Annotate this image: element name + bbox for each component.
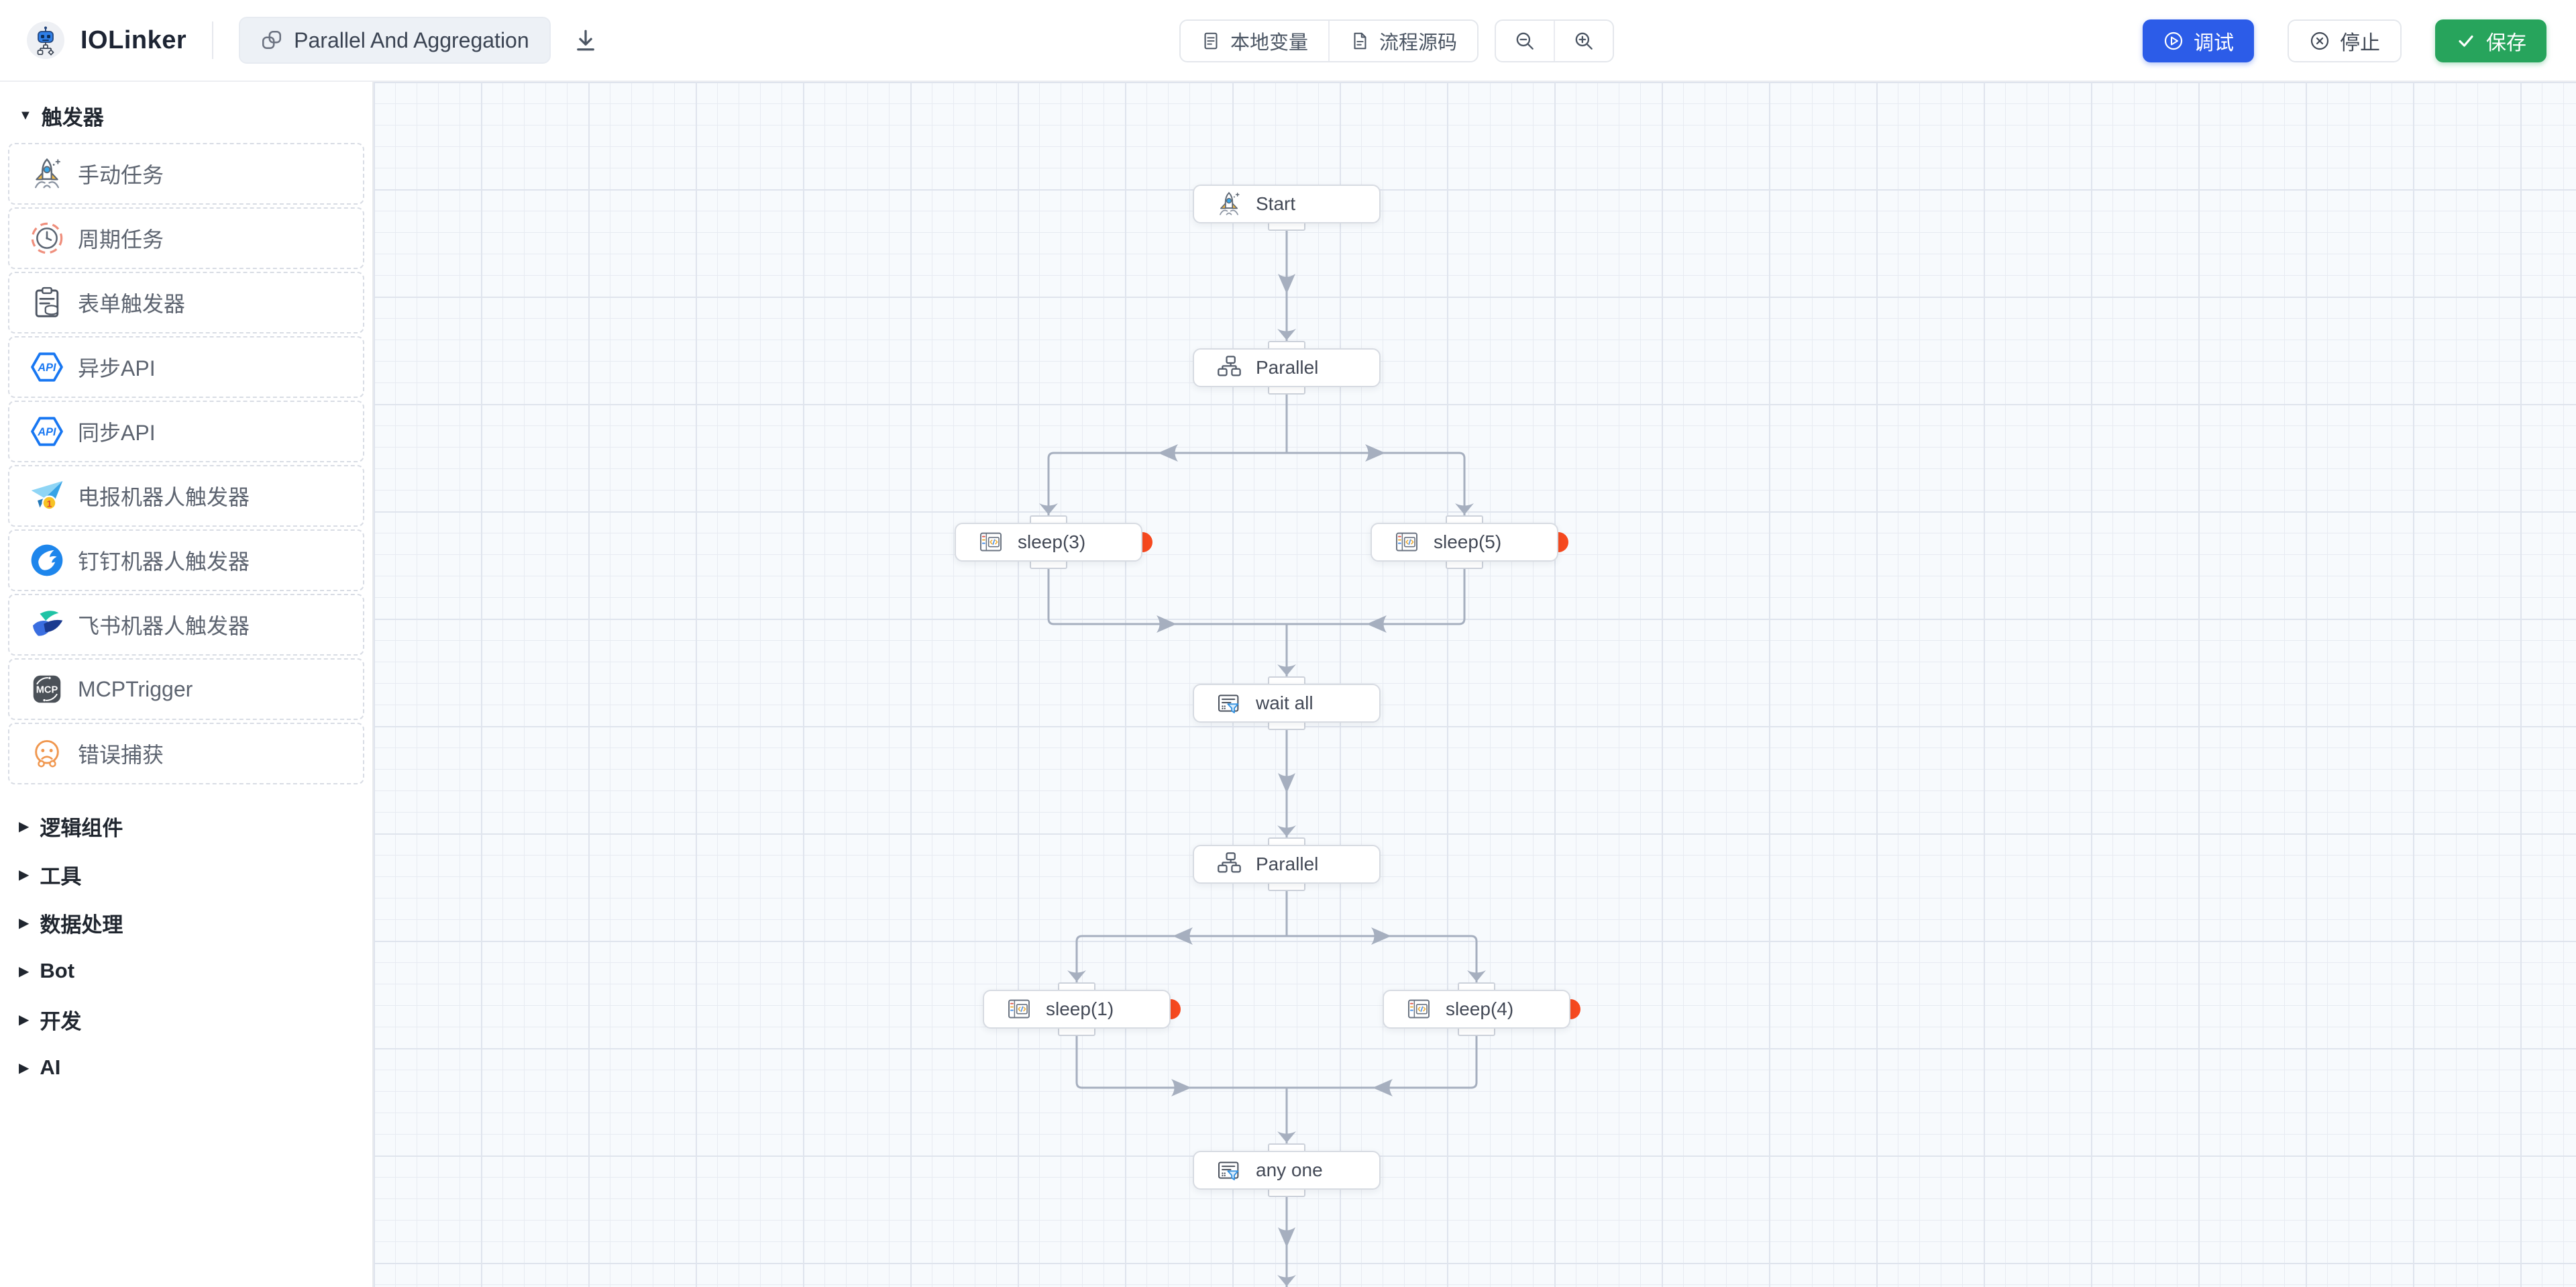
- check-icon: [2459, 35, 2473, 47]
- sidebar-item-dingtalk-trigger[interactable]: 钉钉机器人触发器: [8, 529, 364, 591]
- code-window-icon: [976, 527, 1006, 557]
- rocket-icon: [28, 155, 66, 193]
- filter-window-icon: [1214, 688, 1244, 718]
- zoom-out-icon: [1516, 32, 1534, 50]
- link-icon: [262, 30, 282, 49]
- header-divider: [212, 21, 214, 59]
- sidebar-item-async-api[interactable]: 异步API: [8, 336, 364, 398]
- node-sleep-5[interactable]: sleep(5): [1371, 515, 1568, 569]
- sidebar-item-cron-task[interactable]: 周期任务: [8, 207, 364, 269]
- canvas-panel-toggle-group: 本地变量 流程源码: [1179, 19, 1479, 62]
- sidebar-item-error-catch[interactable]: 错误捕获: [8, 723, 364, 784]
- mcp-icon: [28, 670, 66, 708]
- stop-button[interactable]: 停止: [2288, 19, 2402, 62]
- robot-logo-icon: [30, 24, 62, 56]
- parallel-icon: [1214, 353, 1244, 382]
- sidebar-item-form-trigger[interactable]: 表单触发器: [8, 272, 364, 333]
- sidebar-item-mcp-trigger[interactable]: MCPTrigger: [8, 658, 364, 720]
- chevron-right-icon: ▶: [19, 819, 30, 834]
- filter-window-icon: [1214, 1155, 1244, 1185]
- section-tools[interactable]: ▶ 工具: [19, 864, 82, 888]
- code-window-icon: [1404, 994, 1434, 1024]
- section-ai[interactable]: ▶ AI: [19, 1056, 61, 1079]
- zoom-control-group: [1495, 19, 1615, 62]
- code-window-icon: [1392, 527, 1421, 557]
- group-divider: [1554, 21, 1556, 61]
- debug-button[interactable]: 调试: [2143, 19, 2254, 62]
- chevron-right-icon: ▶: [19, 1012, 30, 1027]
- node-parallel-bottom[interactable]: Parallel: [1193, 837, 1381, 891]
- local-variables-button[interactable]: 本地变量: [1181, 21, 1328, 61]
- node-any-one[interactable]: any one: [1193, 1143, 1381, 1197]
- telegram-icon: [28, 477, 66, 515]
- brand-title: IOLinker: [80, 25, 187, 54]
- flow-source-button[interactable]: 流程源码: [1330, 21, 1477, 61]
- app-logo: [27, 21, 64, 59]
- section-dev[interactable]: ▶ 开发: [19, 1009, 82, 1033]
- section-bot[interactable]: ▶ Bot: [19, 959, 75, 982]
- flow-edges: [1039, 230, 1486, 1287]
- app-header: IOLinker Parallel And Aggregation 本地变量: [0, 0, 2576, 82]
- workflow-name-pill[interactable]: Parallel And Aggregation: [239, 17, 551, 64]
- dingtalk-icon: [28, 542, 66, 579]
- section-data-processing[interactable]: ▶ 数据处理: [19, 913, 123, 937]
- node-sleep-1[interactable]: sleep(1): [983, 982, 1181, 1036]
- rocket-icon: [1214, 189, 1244, 219]
- zoom-in-button[interactable]: [1555, 21, 1613, 61]
- feishu-icon: [28, 606, 66, 644]
- error-face-icon: [28, 735, 66, 772]
- sidebar-item-sync-api[interactable]: 同步API: [8, 401, 364, 462]
- sidebar-item-manual-task[interactable]: 手动任务: [8, 143, 364, 205]
- node-sleep-4[interactable]: sleep(4): [1383, 982, 1580, 1036]
- section-logic[interactable]: ▶ 逻辑组件: [19, 816, 123, 840]
- edge-arrows: [1039, 274, 1486, 1286]
- chevron-right-icon: ▶: [19, 915, 30, 931]
- zoom-out-button[interactable]: [1496, 21, 1554, 61]
- node-sleep-3[interactable]: sleep(3): [955, 515, 1152, 569]
- source-file-icon: [1354, 32, 1366, 50]
- export-button[interactable]: [567, 21, 604, 59]
- stop-circle-icon: [2310, 32, 2329, 50]
- chevron-right-icon: ▶: [19, 964, 30, 979]
- component-sidebar: ▼ 触发器 手动任务 周期任务 表单触发器 异步API 同步API 电报机器人触…: [0, 82, 374, 1287]
- sidebar-item-telegram-trigger[interactable]: 电报机器人触发器: [8, 465, 364, 527]
- group-divider: [1328, 21, 1330, 61]
- form-icon: [28, 284, 66, 321]
- play-circle-icon: [2164, 32, 2183, 50]
- node-wait-all[interactable]: wait all: [1193, 676, 1381, 730]
- collapsed-sections: ▶ 逻辑组件 ▶ 工具 ▶ 数据处理 ▶ Bot ▶ 开发 ▶ AI: [0, 802, 372, 1092]
- clock-icon: [28, 219, 66, 257]
- sidebar-item-feishu-trigger[interactable]: 飞书机器人触发器: [8, 594, 364, 656]
- parallel-icon: [1214, 850, 1244, 879]
- document-icon: [1204, 32, 1218, 50]
- node-start[interactable]: Start: [1193, 185, 1381, 231]
- chevron-right-icon: ▶: [19, 1060, 30, 1076]
- workflow-name: Parallel And Aggregation: [294, 28, 529, 52]
- save-button[interactable]: 保存: [2435, 19, 2546, 62]
- section-triggers[interactable]: ▼ 触发器: [19, 106, 104, 130]
- download-icon: [576, 30, 594, 51]
- flow-canvas[interactable]: Start Parallel sleep(3) sleep(5): [374, 82, 2576, 1287]
- node-parallel-top[interactable]: Parallel: [1193, 341, 1381, 395]
- chevron-right-icon: ▶: [19, 867, 30, 882]
- code-window-icon: [1004, 994, 1034, 1024]
- api-hexagon-icon: [28, 413, 66, 450]
- chevron-down-icon: ▼: [19, 108, 32, 123]
- zoom-in-icon: [1575, 32, 1593, 50]
- api-hexagon-icon: [28, 348, 66, 386]
